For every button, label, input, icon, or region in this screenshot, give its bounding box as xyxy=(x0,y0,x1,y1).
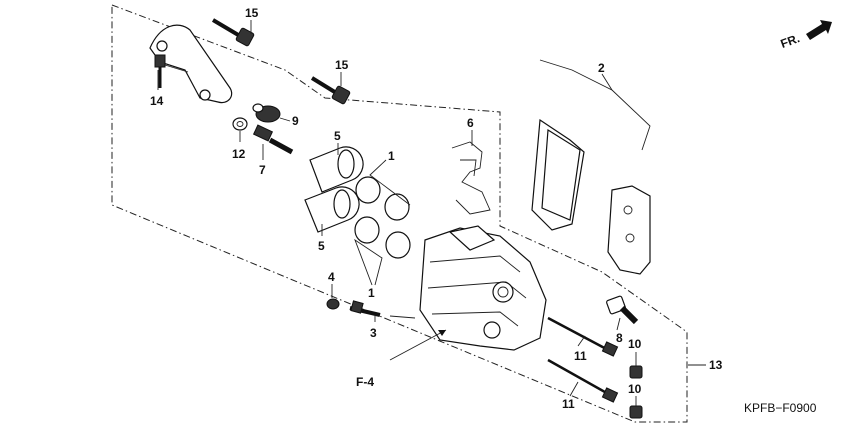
bolt-15-lower xyxy=(310,76,351,105)
seal-12 xyxy=(232,117,248,131)
pin-11-upper xyxy=(547,316,619,357)
callout-13: 13 xyxy=(709,358,723,372)
callout-6: 6 xyxy=(467,116,474,130)
assembly-frame-outline xyxy=(111,4,688,423)
caliper-body xyxy=(419,225,547,351)
callout-12: 12 xyxy=(232,147,246,161)
callout-15-upper: 15 xyxy=(245,6,259,20)
bolt-8 xyxy=(606,295,639,325)
callout-11-lower: 11 xyxy=(562,397,575,411)
pin-7 xyxy=(252,124,294,155)
callout-1-upper: 1 xyxy=(388,149,395,163)
callout-2: 2 xyxy=(598,61,605,75)
leader-lines xyxy=(157,20,706,406)
callout-10-lower: 10 xyxy=(628,382,642,396)
bracket-14 xyxy=(149,24,233,104)
boot-9 xyxy=(252,103,281,123)
bolt-15-upper xyxy=(211,18,255,47)
callout-8: 8 xyxy=(616,331,623,345)
callout-3: 3 xyxy=(370,326,377,340)
callout-15-lower: 15 xyxy=(335,58,349,72)
reference-label-f4: F-4 xyxy=(356,375,374,389)
callout-9: 9 xyxy=(292,114,299,128)
callout-14: 14 xyxy=(150,94,164,108)
seal-set-1 xyxy=(354,176,411,259)
callout-4: 4 xyxy=(328,270,335,284)
plug-10-lower xyxy=(629,405,643,419)
callout-11-upper: 11 xyxy=(574,349,587,363)
diagram-code: KPFB−F0900 xyxy=(744,401,817,415)
piston-5-lower xyxy=(304,186,360,233)
callout-1-lower: 1 xyxy=(368,286,375,300)
callout-7: 7 xyxy=(259,163,266,177)
front-direction-arrow xyxy=(806,20,832,40)
spring-6 xyxy=(451,141,491,215)
pad-set-2 xyxy=(531,118,651,275)
callout-10-upper: 10 xyxy=(628,337,642,351)
piston-5-upper xyxy=(309,146,364,193)
pin-11-lower xyxy=(547,358,619,403)
bleeder-screw-3 xyxy=(349,300,381,317)
plug-10-upper xyxy=(629,365,643,379)
callout-5-lower: 5 xyxy=(318,239,325,253)
bleeder-cap-4 xyxy=(326,298,340,310)
bolt-14 xyxy=(154,54,166,88)
callout-5-upper: 5 xyxy=(334,129,341,143)
front-direction-label: FR. xyxy=(779,31,802,51)
